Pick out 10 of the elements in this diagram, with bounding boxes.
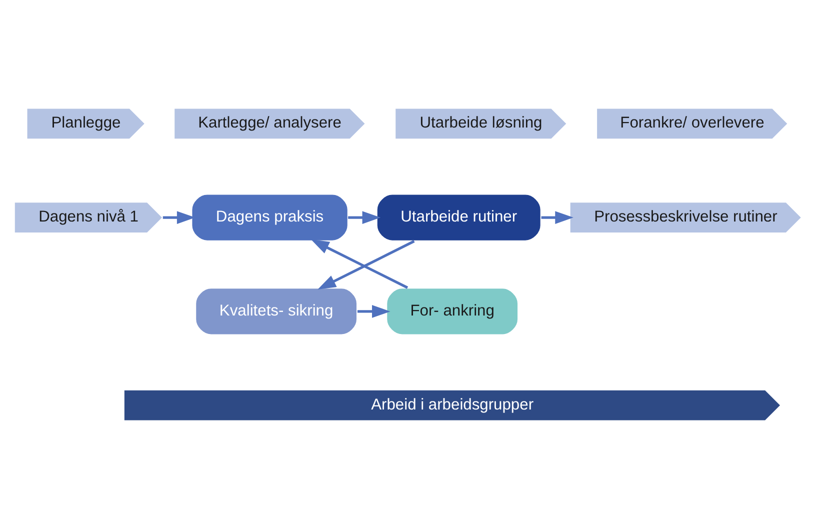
arrow <box>162 210 196 224</box>
arrow <box>348 210 381 224</box>
arrow <box>357 304 390 318</box>
node-box: Kvalitets- sikring <box>194 286 358 336</box>
arrow <box>541 210 574 224</box>
node-box: For- ankring <box>386 286 519 336</box>
arrow <box>310 238 408 288</box>
node-box: Dagens praksis <box>190 192 349 242</box>
node-box: Utarbeide rutiner <box>376 192 542 242</box>
arrow <box>318 240 415 289</box>
